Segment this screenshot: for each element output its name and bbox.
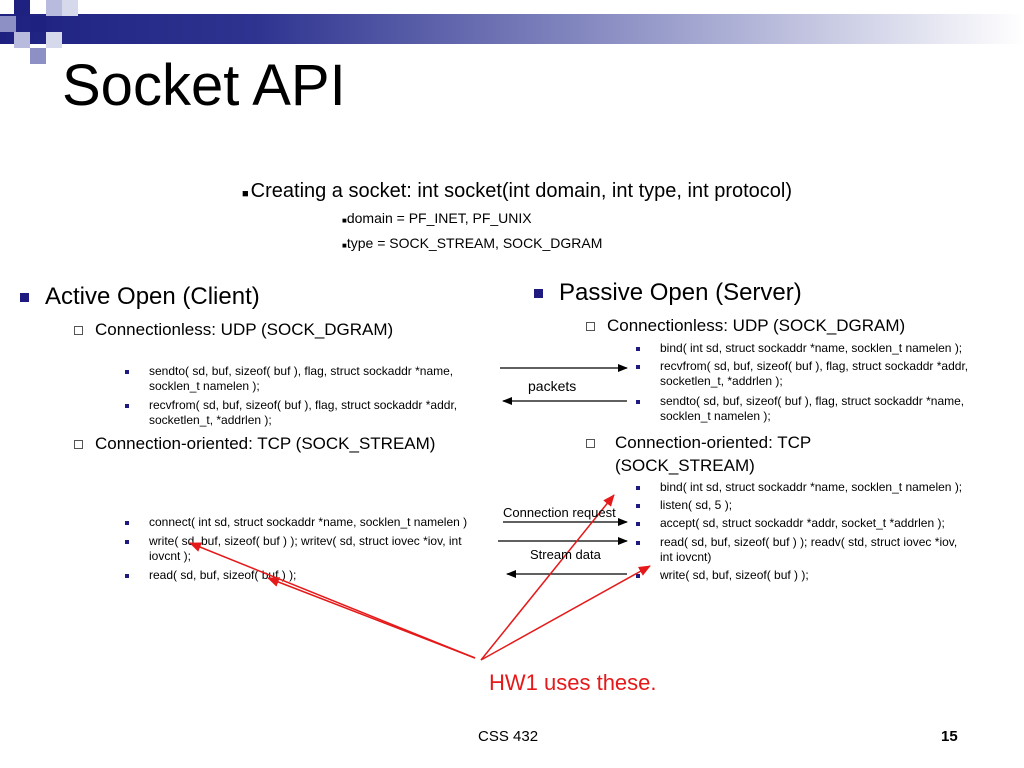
connection-request-label: Connection request: [503, 505, 616, 520]
left-udp-item: recvfrom( sd, buf, sizeof( buf ), flag, …: [125, 398, 485, 428]
bullet-square-icon: ■: [342, 241, 347, 250]
bullet-square-icon: [534, 289, 543, 299]
bullet-hollow-square-icon: [74, 326, 83, 336]
header-gradient-bar: [0, 14, 1024, 44]
hw1-arrow-read: [267, 577, 476, 659]
left-udp-item-text: sendto( sd, buf, sizeof( buf ), flag, st…: [149, 364, 454, 393]
left-udp-item-text: recvfrom( sd, buf, sizeof( buf ), flag, …: [149, 398, 458, 427]
hw1-arrow-server-write: [480, 565, 651, 661]
intro-sub-1-text: domain = PF_INET, PF_UNIX: [346, 210, 532, 226]
left-udp-label: Connectionless: UDP (SOCK_DGRAM): [74, 320, 393, 340]
intro-sub-2-text: type = SOCK_STREAM, SOCK_DGRAM: [346, 235, 603, 251]
bullet-small-square-icon: [636, 541, 640, 545]
left-tcp-item-text: connect( int sd, struct sockaddr *name, …: [149, 515, 468, 529]
left-tcp-item-text: write( sd, buf, sizeof( buf ) ); writev(…: [149, 534, 462, 563]
bullet-small-square-icon: [125, 574, 129, 578]
right-tcp-item-text: read( sd, buf, sizeof( buf ) ); readv( s…: [660, 535, 958, 564]
right-tcp-item: read( sd, buf, sizeof( buf ) ); readv( s…: [636, 535, 966, 565]
right-udp-label-text: Connectionless: UDP (SOCK_DGRAM): [607, 316, 906, 335]
right-udp-item-text: sendto( sd, buf, sizeof( buf ), flag, st…: [660, 394, 965, 423]
left-tcp-item: write( sd, buf, sizeof( buf ) ); writev(…: [125, 534, 495, 564]
right-udp-label: Connectionless: UDP (SOCK_DGRAM): [586, 316, 905, 336]
right-tcp-label-text: Connection-oriented: TCP (SOCK_STREAM): [615, 433, 811, 475]
right-tcp-item: listen( sd, 5 );: [636, 498, 996, 513]
bullet-small-square-icon: [636, 522, 640, 526]
intro-main-text: Creating a socket: int socket(int domain…: [250, 180, 793, 202]
intro-sub-2: ■type = SOCK_STREAM, SOCK_DGRAM: [342, 235, 602, 251]
stream-data-label: Stream data: [530, 547, 601, 562]
left-tcp-label-text: Connection-oriented: TCP (SOCK_STREAM): [95, 434, 436, 453]
left-tcp-label: Connection-oriented: TCP (SOCK_STREAM): [74, 434, 435, 454]
bullet-small-square-icon: [125, 404, 129, 408]
left-heading-text: Active Open (Client): [45, 283, 260, 310]
bullet-square-icon: ■: [242, 188, 249, 200]
right-tcp-label: Connection-oriented: TCP (SOCK_STREAM): [586, 431, 876, 477]
right-tcp-item-text: listen( sd, 5 );: [660, 498, 733, 512]
left-heading: Active Open (Client): [20, 283, 260, 311]
footer-page-number: 15: [941, 728, 958, 745]
bullet-small-square-icon: [636, 486, 640, 490]
right-udp-item: bind( int sd, struct sockaddr *name, soc…: [636, 341, 996, 356]
header-squares-logo: [0, 0, 80, 64]
right-heading-text: Passive Open (Server): [559, 279, 802, 306]
right-tcp-item-text: bind( int sd, struct sockaddr *name, soc…: [660, 480, 963, 494]
bullet-square-icon: [20, 293, 29, 303]
hw1-annotation: HW1 uses these.: [489, 670, 657, 695]
bullet-small-square-icon: [636, 365, 640, 369]
right-heading: Passive Open (Server): [534, 279, 802, 307]
right-tcp-item: bind( int sd, struct sockaddr *name, soc…: [636, 480, 996, 495]
bullet-hollow-square-icon: [74, 440, 83, 450]
right-tcp-item: accept( sd, struct sockaddr *addr, socke…: [636, 516, 996, 531]
intro-sub-1: ■domain = PF_INET, PF_UNIX: [342, 210, 532, 226]
footer-course: CSS 432: [478, 728, 539, 745]
bullet-square-icon: ■: [342, 216, 347, 225]
bullet-small-square-icon: [125, 521, 129, 525]
bullet-small-square-icon: [636, 504, 640, 508]
intro-main: ■Creating a socket: int socket(int domai…: [242, 180, 792, 203]
right-udp-item-text: recvfrom( sd, buf, sizeof( buf ), flag, …: [660, 359, 969, 388]
left-udp-item: sendto( sd, buf, sizeof( buf ), flag, st…: [125, 364, 485, 394]
bullet-small-square-icon: [636, 574, 640, 578]
left-tcp-item: connect( int sd, struct sockaddr *name, …: [125, 515, 495, 530]
right-udp-item-text: bind( int sd, struct sockaddr *name, soc…: [660, 341, 963, 355]
right-tcp-item-text: accept( sd, struct sockaddr *addr, socke…: [660, 516, 945, 530]
hw1-arrow-write: [189, 542, 476, 659]
bullet-small-square-icon: [125, 370, 129, 374]
bullet-hollow-square-icon: [586, 439, 595, 448]
right-udp-item: recvfrom( sd, buf, sizeof( buf ), flag, …: [636, 359, 996, 389]
right-udp-item: sendto( sd, buf, sizeof( buf ), flag, st…: [636, 394, 996, 424]
bullet-small-square-icon: [636, 347, 640, 351]
packets-label: packets: [528, 378, 577, 394]
slide-title: Socket API: [62, 53, 346, 118]
hw1-arrow-server-read: [480, 494, 615, 661]
right-tcp-item: write( sd, buf, sizeof( buf ) );: [636, 568, 996, 583]
bullet-small-square-icon: [125, 540, 129, 544]
left-udp-label-text: Connectionless: UDP (SOCK_DGRAM): [95, 320, 394, 339]
right-tcp-item-text: write( sd, buf, sizeof( buf ) );: [660, 568, 809, 582]
bullet-small-square-icon: [636, 400, 640, 404]
bullet-hollow-square-icon: [586, 322, 595, 332]
